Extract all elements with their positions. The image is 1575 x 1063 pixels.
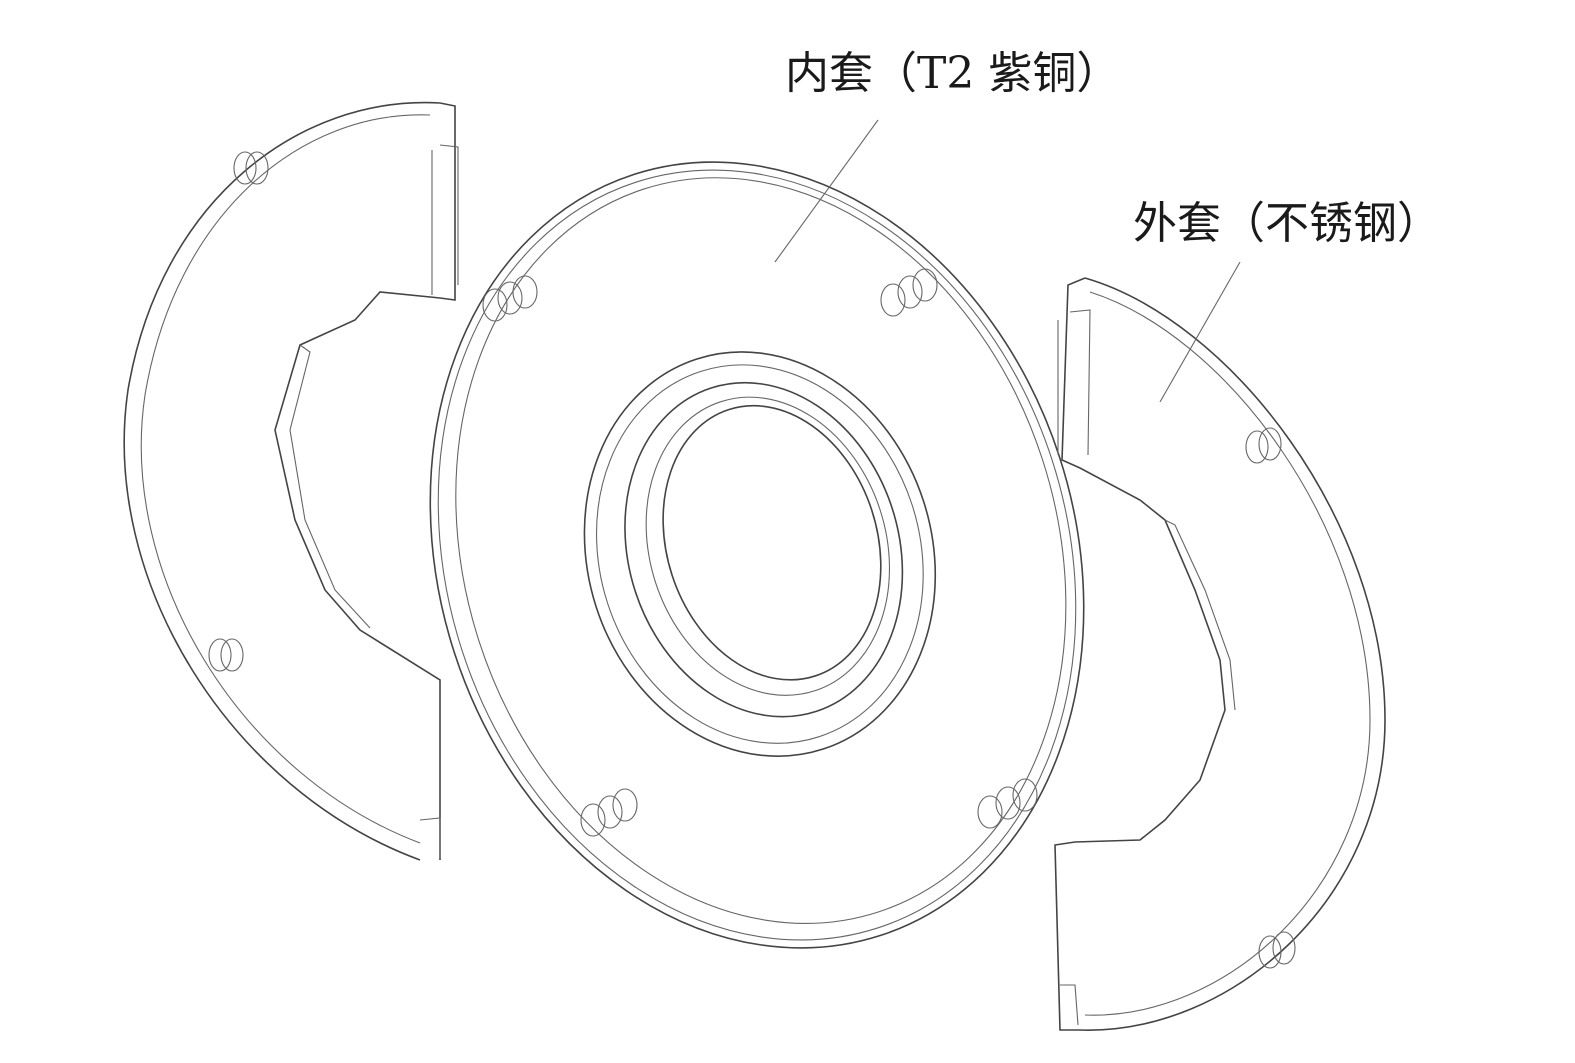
left-outer-sleeve-half [123, 101, 459, 861]
bolt-hole [208, 638, 244, 672]
right-outer-sleeve-half [1054, 277, 1386, 1031]
outer-sleeve-leader-line [1159, 261, 1241, 403]
inner-sleeve-label: 内套（T2 紫铜） [785, 48, 1121, 99]
inner-sleeve-leader-line [774, 119, 879, 263]
bolt-hole [580, 788, 638, 837]
bolt-hole [880, 268, 938, 317]
inner-sleeve-disk [429, 161, 1085, 949]
bolt-hole [1245, 427, 1282, 464]
outer-sleeve-label: 外套（不锈钢） [1133, 198, 1441, 249]
bolt-hole [233, 151, 269, 185]
bolt-hole [482, 275, 538, 322]
bolt-hole [1258, 931, 1296, 969]
bolt-hole [977, 778, 1038, 829]
